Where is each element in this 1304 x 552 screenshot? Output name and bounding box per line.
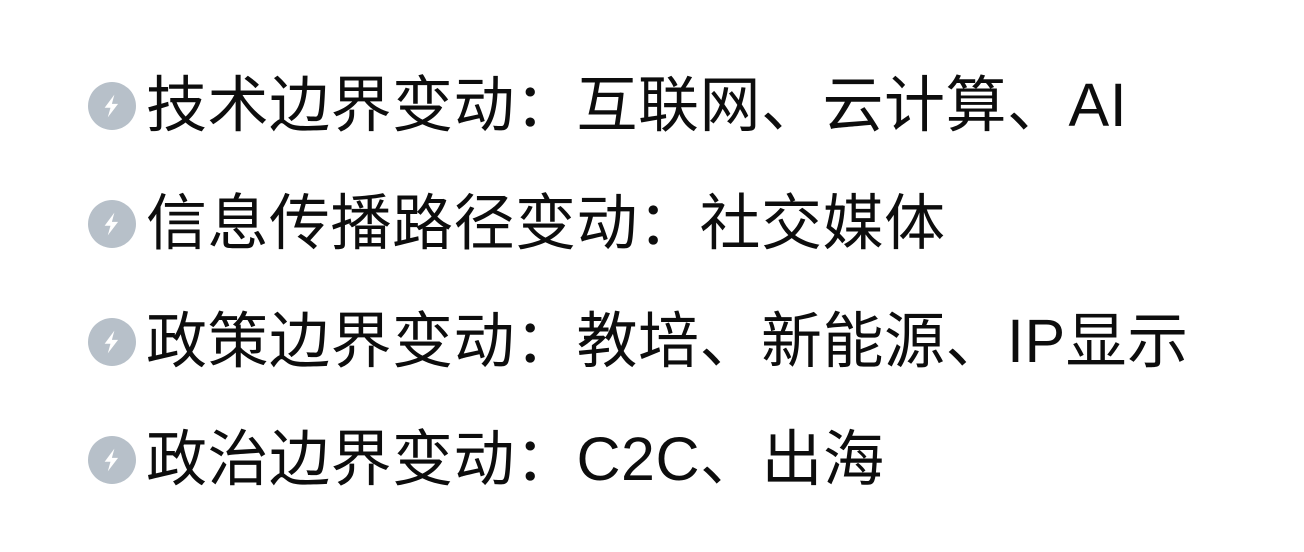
list-item[interactable]: 政治边界变动：C2C、出海 <box>88 400 1268 518</box>
bullet-text: 技术边界变动：互联网、云计算、AI <box>146 70 1128 139</box>
list-item[interactable]: 信息传播路径变动：社交媒体 <box>88 164 1268 282</box>
lightning-bolt-icon <box>88 318 136 366</box>
bullet-text: 政治边界变动：C2C、出海 <box>146 424 885 493</box>
bullet-list: 技术边界变动：互联网、云计算、AI 信息传播路径变动：社交媒体 政策边界变动：教… <box>88 46 1268 518</box>
lightning-bolt-icon <box>88 82 136 130</box>
list-item[interactable]: 政策边界变动：教培、新能源、IP显示 <box>88 282 1268 400</box>
lightning-bolt-icon <box>88 436 136 484</box>
bullet-text: 信息传播路径变动：社交媒体 <box>146 188 946 257</box>
list-item[interactable]: 技术边界变动：互联网、云计算、AI <box>88 46 1268 164</box>
bullet-text: 政策边界变动：教培、新能源、IP显示 <box>146 306 1189 375</box>
lightning-bolt-icon <box>88 200 136 248</box>
